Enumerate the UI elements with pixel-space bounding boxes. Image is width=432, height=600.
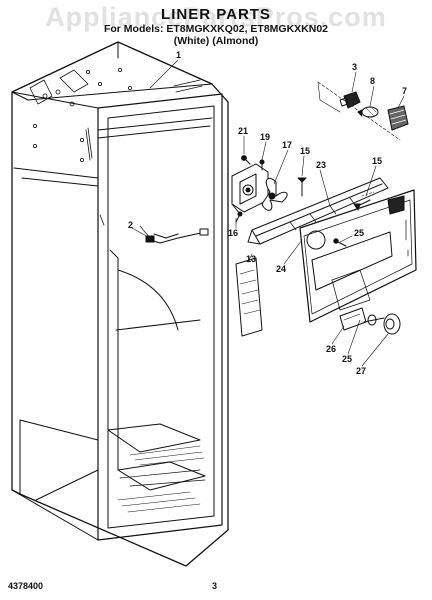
- air-duct-23: [247, 177, 389, 245]
- diagram-title: LINER PARTS: [161, 6, 271, 23]
- lamp-socket-3: [339, 91, 361, 109]
- callout-2: 2: [128, 220, 133, 230]
- callout-25-lower: 25: [342, 354, 352, 364]
- footer-part-number: 4378400: [8, 581, 44, 591]
- screw-21: [241, 155, 251, 165]
- callout-8: 8: [370, 76, 375, 86]
- lamp-shield-7: [387, 105, 409, 131]
- color-list: (White) (Almond): [173, 35, 259, 47]
- light-bulb-8: [357, 105, 379, 118]
- callout-21: 21: [238, 126, 248, 136]
- leader-lines: [139, 59, 405, 367]
- knob-27: [383, 313, 401, 335]
- callout-25-upper: 25: [354, 228, 364, 238]
- callout-15-left: 15: [300, 146, 310, 156]
- footer-page-number: 3: [212, 581, 218, 591]
- screw-15-left: [297, 177, 307, 197]
- callout-17: 17: [282, 140, 292, 150]
- wire-harness: [131, 227, 209, 244]
- callout-numbers: 1 2 3 8 7 21 19 17 15 23 15 16 25 13 24 …: [128, 50, 407, 376]
- evaporator-cover-24: [299, 189, 417, 323]
- callout-16: 16: [228, 228, 238, 238]
- callout-27: 27: [356, 366, 366, 376]
- liner-cabinet: [11, 41, 229, 567]
- callout-26: 26: [326, 344, 336, 354]
- callout-3: 3: [352, 62, 357, 72]
- duct-panel-13: [235, 257, 263, 337]
- fan-motor-assembly: [231, 155, 288, 223]
- callout-23: 23: [316, 160, 326, 170]
- control-assembly: [339, 307, 401, 335]
- fan-blade-17: [261, 177, 288, 211]
- callout-13: 13: [246, 254, 256, 264]
- lamp-assembly: [317, 81, 409, 141]
- model-list: For Models: ET8MGKXKQ02, ET8MGKXKN02: [103, 23, 329, 35]
- callout-24: 24: [276, 264, 286, 274]
- callout-1: 1: [176, 50, 181, 60]
- callout-7: 7: [402, 86, 407, 96]
- screw-25-upper: [333, 238, 347, 247]
- watermark: AppliancePartsPros.com: [45, 2, 387, 32]
- callout-19: 19: [260, 132, 270, 142]
- callout-15-right: 15: [372, 156, 382, 166]
- screw-15-right: [353, 191, 375, 211]
